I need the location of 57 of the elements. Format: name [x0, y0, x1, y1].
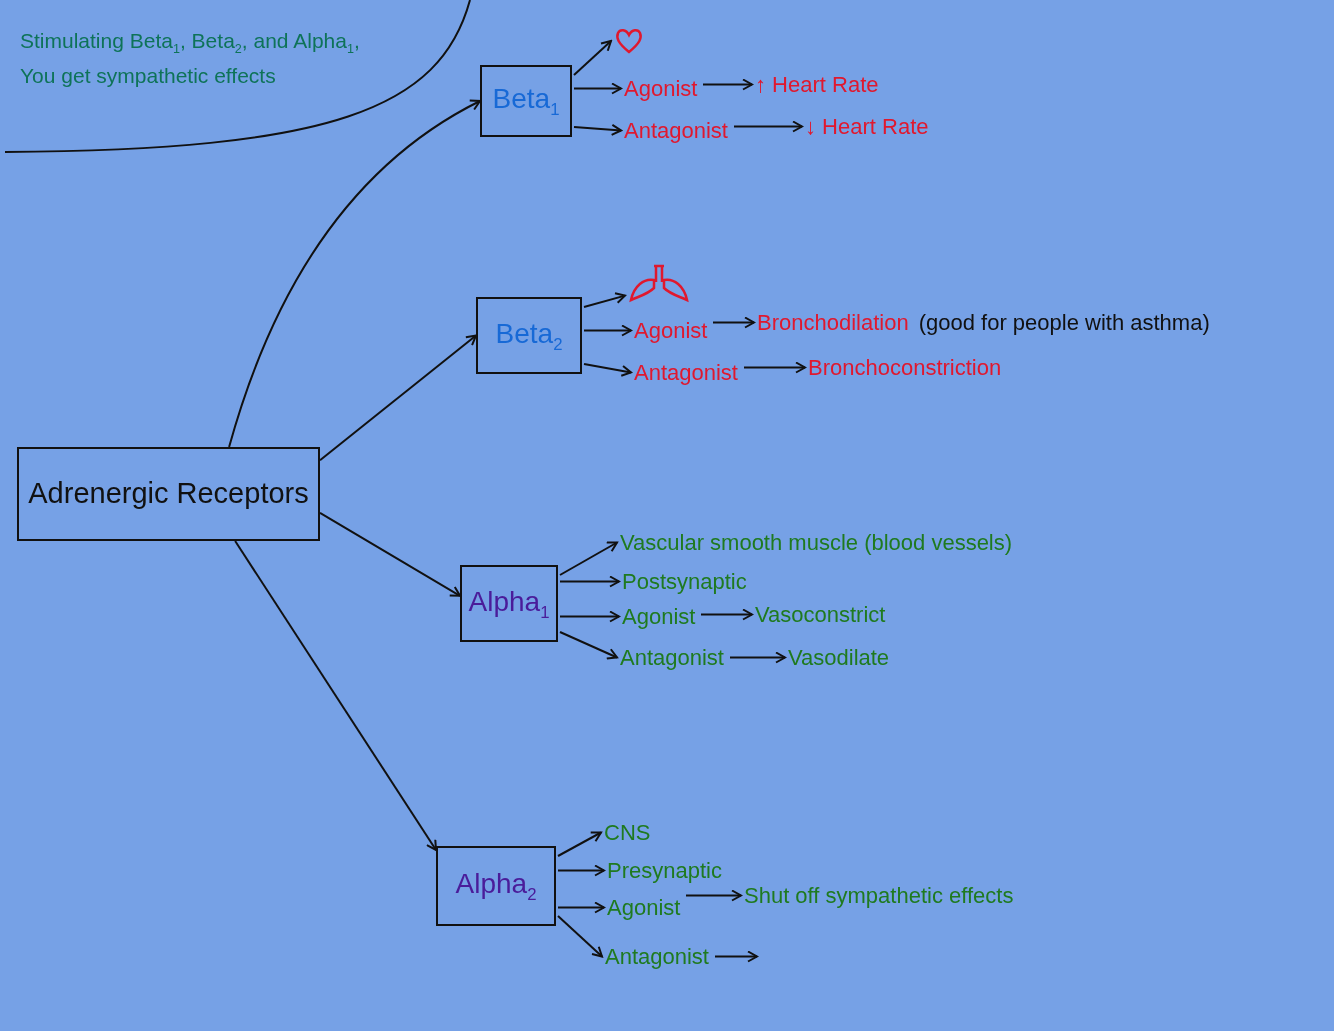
- arrow: [712, 316, 755, 329]
- arrow: [557, 915, 603, 958]
- arrow: [714, 950, 758, 963]
- effect-label: Presynaptic: [607, 858, 722, 884]
- effect-label: Agonist: [622, 604, 696, 630]
- effect-label: Vasodilate: [788, 645, 890, 671]
- receptor-box: [436, 846, 556, 926]
- arrow: [228, 99, 481, 448]
- receptor-box: [476, 297, 582, 374]
- arrow: [559, 575, 620, 588]
- receptor-label: Alpha$_{1}$: [468, 585, 550, 622]
- arrow: [733, 120, 803, 133]
- receptor-label: Beta$_{1}$: [492, 83, 560, 119]
- arrow: [559, 631, 618, 660]
- receptor-label: Alpha$_{2}$: [455, 868, 537, 904]
- note-text: Stimulating Beta$_{1}$, Beta$_{2}$, and Alpha$_{1}$, You get sympathetic effects: [20, 28, 361, 90]
- effect-label: Bronchodilation: [757, 310, 909, 336]
- effect-label: Postsynaptic: [622, 569, 747, 595]
- arrow: [583, 324, 632, 337]
- arrow: [583, 363, 632, 377]
- arrow: [573, 40, 612, 76]
- effect-label: Antagonist: [634, 360, 738, 386]
- category-box: [17, 447, 320, 541]
- arrow: [557, 864, 605, 877]
- arrow: [743, 361, 806, 374]
- arrow: [573, 82, 622, 95]
- effect-label: Antagonist: [624, 118, 728, 144]
- effect-label: ↓ Heart Rate: [805, 114, 929, 140]
- arrow: [583, 292, 626, 308]
- receptor-label: Beta$_{2}$: [495, 317, 563, 354]
- effect-label: Agonist: [607, 895, 681, 921]
- effect-label: Agonist: [624, 76, 698, 102]
- arrow: [729, 651, 786, 664]
- effect-label: Antagonist: [620, 645, 724, 671]
- note-text: (good for people with asthma): [918, 310, 1210, 336]
- arrow: [573, 123, 622, 136]
- effect-label: Shut off sympathetic effects: [744, 883, 1014, 909]
- arrow: [557, 901, 605, 914]
- arrow: [700, 608, 753, 621]
- effect-label: ↑ Heart Rate: [755, 72, 879, 98]
- effect-label: Vasoconstrict: [755, 602, 886, 628]
- effect-label: Vascular smooth muscle (blood vessels): [620, 530, 1013, 556]
- arrow: [319, 511, 461, 597]
- arrow: [234, 540, 437, 851]
- arrow: [559, 541, 618, 576]
- effect-label: Antagonist: [605, 944, 709, 970]
- effect-label: Agonist: [634, 318, 708, 344]
- receptor-box: [460, 565, 558, 642]
- arrow: [559, 610, 620, 623]
- arrow: [685, 889, 742, 902]
- receptor-box: [480, 65, 572, 137]
- effect-label: CNS: [604, 820, 651, 846]
- receptor-label: Adrenergic Receptors: [28, 477, 309, 511]
- arrow: [319, 334, 477, 462]
- effect-label: Bronchoconstriction: [808, 355, 1002, 381]
- arrow: [557, 831, 602, 857]
- arrow: [702, 78, 753, 91]
